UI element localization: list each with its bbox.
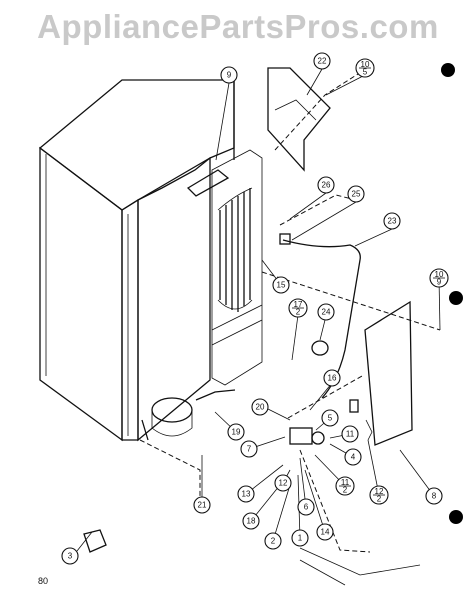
callout-c15: 15 <box>272 276 290 294</box>
callout-label: 11 <box>346 430 355 439</box>
callout-label: 21 <box>198 501 207 510</box>
callout-c11b: 112 <box>335 476 355 496</box>
evaporator-fan <box>186 169 230 197</box>
callout-c1: 1 <box>291 529 309 547</box>
callout-c6: 6 <box>297 498 315 516</box>
callout-label: 6 <box>304 503 309 512</box>
callout-label: 18 <box>247 517 256 526</box>
callout-c26: 26 <box>317 176 335 194</box>
callout-label-bottom: 2 <box>377 495 382 504</box>
callout-label: 26 <box>322 181 331 190</box>
callout-c16: 16 <box>323 369 341 387</box>
callout-c10b: 109 <box>429 268 449 288</box>
condenser-coil <box>211 149 263 386</box>
callout-c4: 4 <box>344 448 362 466</box>
watermark: AppliancePartsPros.com <box>37 8 439 45</box>
callout-label: 3 <box>68 552 73 561</box>
callout-c18: 18 <box>242 512 260 530</box>
callout-label-bottom: 5 <box>363 68 368 77</box>
callout-label: 20 <box>256 403 265 412</box>
callout-label: 7 <box>247 445 252 454</box>
callout-label: 24 <box>322 308 331 317</box>
callout-c24: 24 <box>317 303 335 321</box>
callout-label-bottom: 2 <box>296 308 301 317</box>
callout-label: 8 <box>432 492 437 501</box>
part-24-grommet <box>311 340 329 356</box>
registration-dot-top <box>441 63 455 77</box>
callout-label: 13 <box>242 490 251 499</box>
callout-label-bottom: 2 <box>343 486 348 495</box>
callout-label: 9 <box>227 71 232 80</box>
valve-assembly <box>83 399 421 586</box>
callout-label-top: 11 <box>341 478 350 487</box>
callout-label: 2 <box>271 537 276 546</box>
callout-label: 23 <box>388 217 397 226</box>
callout-c7: 7 <box>240 440 258 458</box>
callout-label-bottom: 9 <box>437 278 442 287</box>
callout-label-top: 17 <box>294 300 303 309</box>
callout-c23: 23 <box>383 212 401 230</box>
callout-label: 15 <box>277 281 286 290</box>
callout-c5: 5 <box>321 409 339 427</box>
callout-c11: 11 <box>341 425 359 443</box>
callout-c12b: 122 <box>369 485 389 505</box>
callout-label-top: 12 <box>375 487 384 496</box>
callout-label: 25 <box>352 190 361 199</box>
callout-label: 5 <box>328 414 333 423</box>
registration-dot-middle <box>449 291 463 305</box>
callout-label: 16 <box>328 374 337 383</box>
callout-c22: 22 <box>313 52 331 70</box>
callout-c3: 3 <box>61 547 79 565</box>
callout-c21: 21 <box>193 496 211 514</box>
callout-c2: 2 <box>264 532 282 550</box>
callout-label: 12 <box>279 479 288 488</box>
part-8-back-cover <box>364 300 413 446</box>
callout-c19: 19 <box>227 423 245 441</box>
callout-c8: 8 <box>425 487 443 505</box>
callout-c14: 14 <box>316 523 334 541</box>
callout-leaders <box>76 68 441 552</box>
page-number: 80 <box>38 576 48 586</box>
registration-dot-bottom <box>449 510 463 524</box>
callout-c13: 13 <box>237 485 255 503</box>
callout-c12: 12 <box>274 474 292 492</box>
callout-c10a: 105 <box>355 58 375 78</box>
callout-label: 14 <box>321 528 330 537</box>
callout-label-top: 10 <box>435 270 444 279</box>
callout-c9: 9 <box>220 66 238 84</box>
cabinet <box>38 79 235 442</box>
callout-label-top: 10 <box>361 60 370 69</box>
callout-c20: 20 <box>251 398 269 416</box>
callout-c17: 172 <box>288 298 308 318</box>
part-22-insulation <box>267 67 331 172</box>
compressor <box>141 389 236 441</box>
callout-label: 19 <box>232 428 241 437</box>
callout-label: 4 <box>351 453 356 462</box>
callout-label: 22 <box>318 57 327 66</box>
callout-c25: 25 <box>347 185 365 203</box>
callout-label: 1 <box>298 534 303 543</box>
